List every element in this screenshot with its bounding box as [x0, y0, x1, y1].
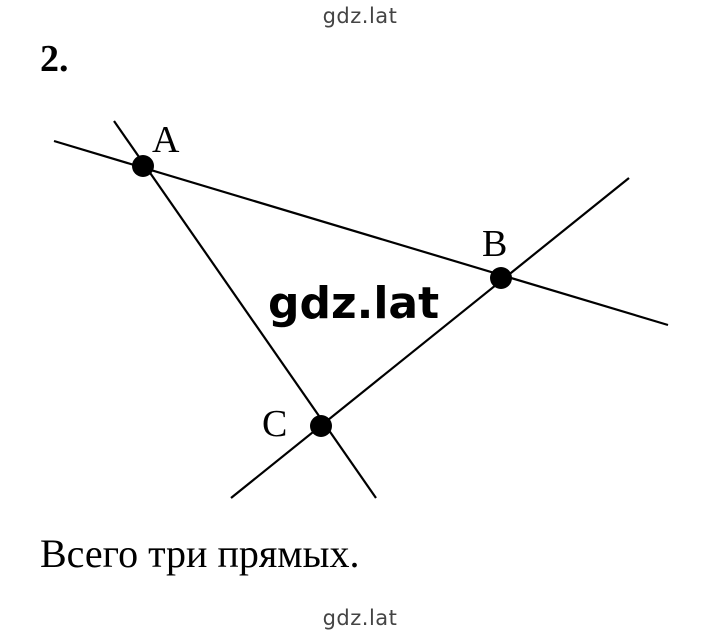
answer-text: Всего три прямых.: [40, 531, 360, 576]
label-b: B: [482, 223, 507, 265]
label-a: A: [152, 119, 180, 161]
watermark-center: gdz.lat: [268, 278, 439, 329]
watermark-bottom: gdz.lat: [322, 606, 398, 630]
point-b: [490, 267, 512, 289]
line-ac: [113, 120, 377, 499]
line-cb: [230, 177, 630, 499]
label-c: C: [262, 403, 287, 445]
point-c: [310, 415, 332, 437]
point-a: [132, 155, 154, 177]
line-ab: [53, 139, 669, 327]
task-number: 2.: [40, 38, 69, 80]
watermark-top: gdz.lat: [322, 4, 398, 28]
